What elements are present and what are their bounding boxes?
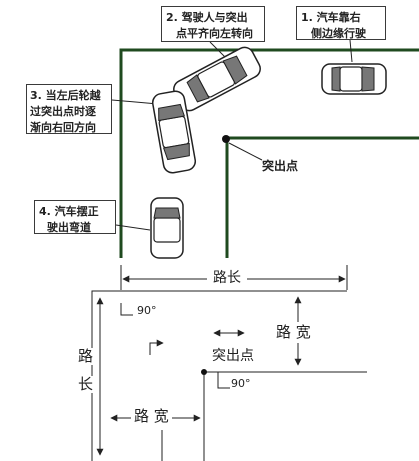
right-angle-top — [120, 303, 133, 316]
right-angle-bottom — [217, 372, 230, 389]
protruding-point-label: 突出点 — [262, 159, 299, 173]
step-2-line-2: 点平齐向左转向 — [176, 27, 253, 40]
step-3-line-3: 渐向右回方向 — [30, 121, 96, 134]
car-2 — [173, 46, 261, 112]
outer-border — [91, 290, 347, 461]
step-1-box: 1. 汽车靠右 侧边缘行驶 — [296, 6, 386, 40]
road-length-vertical-char-2: 长 — [78, 375, 94, 394]
road-length-label: 路长 — [207, 270, 247, 287]
step-1-line-2: 侧边缘行驶 — [311, 27, 366, 40]
protruding-point-leader — [228, 142, 263, 161]
inner-border — [203, 371, 367, 461]
road-width-right-label: 路 宽 — [276, 322, 311, 344]
step1-leader — [349, 39, 353, 63]
step-4-line-2: 驶出弯道 — [47, 221, 91, 234]
step-2-box: 2. 驾驶人与突出 点平齐向左转向 — [161, 6, 265, 42]
car-1 — [321, 63, 387, 95]
step-3-box: 3. 当左后轮越 过突出点时逐 渐向右回方向 — [26, 84, 112, 134]
step4-leader — [115, 224, 151, 231]
step3-leader — [111, 99, 159, 105]
bottom-point-dot — [201, 369, 207, 375]
step-3-line-1: 3. 当左后轮越 — [30, 89, 101, 102]
road-width-bottom-label: 路 宽 — [131, 407, 172, 426]
bottom-protruding-point-label: 突出点 — [212, 348, 254, 364]
step-1-line-1: 1. 汽车靠右 — [301, 11, 361, 24]
step-3-line-2: 过突出点时逐 — [30, 105, 96, 118]
step-4-line-1: 4. 汽车摆正 — [39, 205, 99, 218]
step-2-line-1: 2. 驾驶人与突出 — [166, 11, 248, 24]
inner-wall — [225, 136, 419, 258]
road-length-vertical-char-1: 路 — [78, 347, 94, 366]
car-4 — [150, 197, 184, 259]
protruding-point-dot — [222, 135, 230, 143]
angle-label-bottom: 90° — [231, 377, 251, 390]
angle-label-top: 90° — [137, 304, 157, 317]
car-3 — [151, 90, 197, 174]
outer-wall — [119, 48, 419, 258]
turn-arrow — [149, 339, 164, 355]
step-4-box: 4. 汽车摆正 驶出弯道 — [34, 200, 116, 234]
